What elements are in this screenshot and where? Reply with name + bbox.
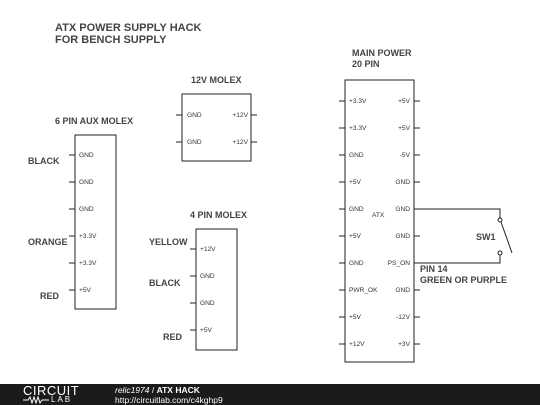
logo-text-lab: LAB [51, 395, 73, 404]
molex-12v: 12V MOLEX GND GND +12V +12V [176, 75, 257, 162]
main-right-pin: +5V [398, 98, 411, 105]
molex4-wire-color: BLACK [149, 278, 181, 288]
main-power-label: ATX [372, 212, 385, 219]
main-right-leads [414, 100, 420, 345]
switch-lever [500, 221, 513, 254]
aux-molex-pin: GND [79, 206, 94, 213]
main-right-pin: GND [395, 206, 410, 213]
main-left-pin: PWR_OK [349, 287, 378, 294]
pin14-note-line-1: PIN 14 [420, 264, 448, 274]
footer-bar: CIRCUIT LAB relic1974 / ATX HACK http://… [0, 384, 540, 405]
molex-12v-pin: GND [187, 139, 202, 146]
aux-wire-color: RED [40, 291, 60, 301]
main-left-pin: +5V [349, 179, 362, 186]
logo-text-circuit: CIRCUIT [23, 383, 80, 398]
aux-wire-color: BLACK [28, 156, 60, 166]
title-line-2: FOR BENCH SUPPLY [55, 34, 167, 46]
main-right-pin: GND [395, 179, 410, 186]
design-url[interactable]: http://circuitlab.com/c4kghp9 [115, 395, 223, 405]
molex-4pin-title: 4 PIN MOLEX [190, 210, 247, 220]
main-left-pin: +12V [349, 341, 365, 348]
main-left-pin: GND [349, 206, 364, 213]
molex4-wire-color: YELLOW [149, 237, 188, 247]
pin14-note-line-2: GREEN OR PURPLE [420, 275, 507, 285]
aux-molex-6pin: 6 PIN AUX MOLEX GND GND GND +3.3V +3.3V … [28, 116, 133, 310]
molex-12v-pin: +12V [232, 112, 248, 119]
switch-label: SW1 [476, 232, 496, 242]
aux-molex-pin: GND [79, 179, 94, 186]
molex-4pin-body [195, 228, 238, 351]
design-title: ATX HACK [156, 385, 200, 395]
switch-terminal [497, 250, 503, 256]
main-power-connector: MAIN POWER 20 PIN ATX +3.3V +3. [339, 48, 420, 363]
main-right-pin: +5V [398, 125, 411, 132]
molex-12v-pin: GND [187, 112, 202, 119]
main-left-pin: +5V [349, 314, 362, 321]
resistor-icon [23, 396, 49, 404]
main-right-pin: -12V [396, 314, 411, 321]
molex-4pin-pin: GND [200, 300, 215, 307]
molex-4pin-pin: +12V [200, 246, 216, 253]
main-left-leads [339, 100, 345, 345]
schematic: ATX POWER SUPPLY HACK FOR BENCH SUPPLY 1… [28, 22, 513, 363]
author-link[interactable]: relic1974 [115, 385, 150, 395]
switch-wire-ps-on [414, 255, 501, 264]
aux-molex-pin: +3.3V [79, 233, 97, 240]
main-left-pin: GND [349, 260, 364, 267]
main-left-pin: GND [349, 152, 364, 159]
circuitlab-logo[interactable]: CIRCUIT LAB [23, 384, 93, 405]
aux-molex-pin: +3.3V [79, 260, 97, 267]
main-left-pin: +5V [349, 233, 362, 240]
main-right-pin: GND [395, 233, 410, 240]
aux-molex-title: 6 PIN AUX MOLEX [55, 116, 133, 126]
molex-4pin: 4 PIN MOLEX +12V GND GND +5V YELLOW BLAC… [149, 210, 247, 351]
molex-12v-title: 12V MOLEX [191, 75, 242, 85]
main-power-body [344, 79, 415, 363]
aux-molex-pin: +5V [79, 287, 92, 294]
main-left-pin: +3.3V [349, 98, 367, 105]
main-right-pin: -5V [400, 152, 411, 159]
footer-credit-line: relic1974 / ATX HACK [115, 385, 223, 395]
switch-sw1: SW1 [414, 208, 513, 264]
switch-wire-gnd [414, 208, 501, 218]
molex4-wire-color: RED [163, 332, 183, 342]
molex-12v-pin: +12V [232, 139, 248, 146]
switch-terminal [497, 217, 503, 223]
main-left-pin: +3.3V [349, 125, 367, 132]
main-right-pin: +3V [398, 341, 411, 348]
main-right-pin: PS_ON [388, 260, 411, 267]
aux-molex-pin: GND [79, 152, 94, 159]
molex-12v-body [181, 93, 252, 162]
molex-4pin-pin: +5V [200, 327, 213, 334]
footer-separator: / [149, 385, 157, 395]
title-line-1: ATX POWER SUPPLY HACK [55, 22, 202, 34]
main-power-title-1: MAIN POWER [352, 48, 412, 58]
main-power-title-2: 20 PIN [352, 59, 380, 69]
footer-info: relic1974 / ATX HACK http://circuitlab.c… [115, 385, 223, 405]
molex-4pin-pin: GND [200, 273, 215, 280]
aux-wire-color: ORANGE [28, 237, 68, 247]
aux-molex-body [74, 134, 117, 310]
main-right-pin: GND [395, 287, 410, 294]
